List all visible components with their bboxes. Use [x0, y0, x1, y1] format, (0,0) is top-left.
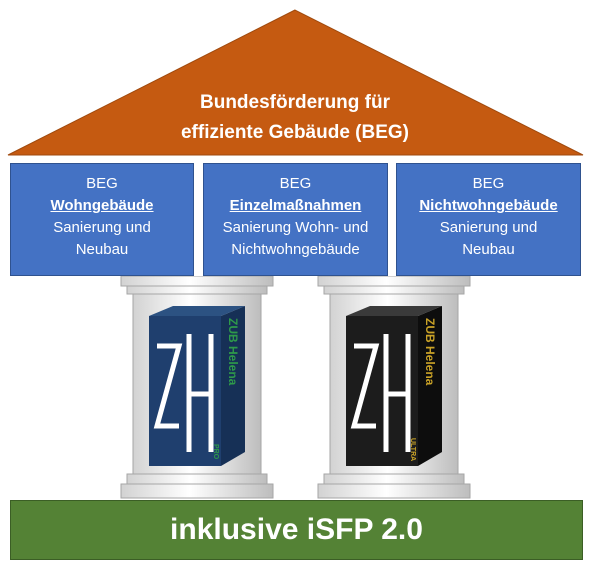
roof: [7, 9, 584, 156]
software-box-pro: ZUB Helena PRO: [149, 306, 245, 466]
beam-wohngebaeude: BEG Wohngebäude Sanierung und Neubau: [10, 163, 194, 276]
beam-prefix: BEG: [472, 175, 505, 192]
beam-einzelmassnahmen: BEG Einzelmaßnahmen Sanierung Wohn- und …: [203, 163, 388, 276]
box-edition-text: ULTRA: [409, 438, 416, 461]
roof-title-line1: Bundesförderung für: [200, 92, 390, 113]
beam-title: Nichtwohngebäude: [419, 197, 558, 214]
box-brand-text: ZUB Helena: [423, 318, 437, 386]
pillar-ultra: ZUB Helena ULTRA: [317, 276, 471, 499]
pillar-pro: ZUB Helena PRO: [120, 276, 274, 499]
box-edition-text: PRO: [212, 444, 219, 460]
beam-line2: Neubau: [462, 241, 515, 258]
zh-logo-mark: [153, 334, 214, 452]
beam-title: Einzelmaßnahmen: [229, 197, 362, 214]
box-top: [149, 306, 245, 316]
box-side: [418, 306, 442, 466]
beam-line1: Sanierung und: [439, 219, 538, 236]
software-box-ultra: ZUB Helena ULTRA: [346, 306, 442, 466]
beam-prefix: BEG: [86, 175, 118, 192]
beam-prefix: BEG: [279, 175, 312, 192]
roof-title-line2: effiziente Gebäude (BEG): [180, 122, 410, 143]
beam-line1: Sanierung und: [53, 219, 151, 236]
box-top: [346, 306, 442, 316]
beam-line2: Neubau: [75, 241, 129, 258]
beam-title: Wohngebäude: [50, 197, 154, 214]
beam-line1: Sanierung Wohn- und: [222, 219, 369, 236]
beam-nichtwohngebaeude: BEG Nichtwohngebäude Sanierung und Neuba…: [396, 163, 581, 276]
foundation-base: inklusive iSFP 2.0: [10, 500, 583, 560]
box-side: [221, 306, 245, 466]
roof-title: Bundesförderung für effiziente Gebäude (…: [95, 88, 495, 148]
box-brand-text: ZUB Helena: [226, 318, 240, 386]
beam-line2: Nichtwohngebäude: [231, 241, 360, 258]
zh-logo-mark: [350, 334, 411, 452]
roof-triangle: [7, 9, 584, 156]
base-label: inklusive iSFP 2.0: [170, 513, 423, 546]
